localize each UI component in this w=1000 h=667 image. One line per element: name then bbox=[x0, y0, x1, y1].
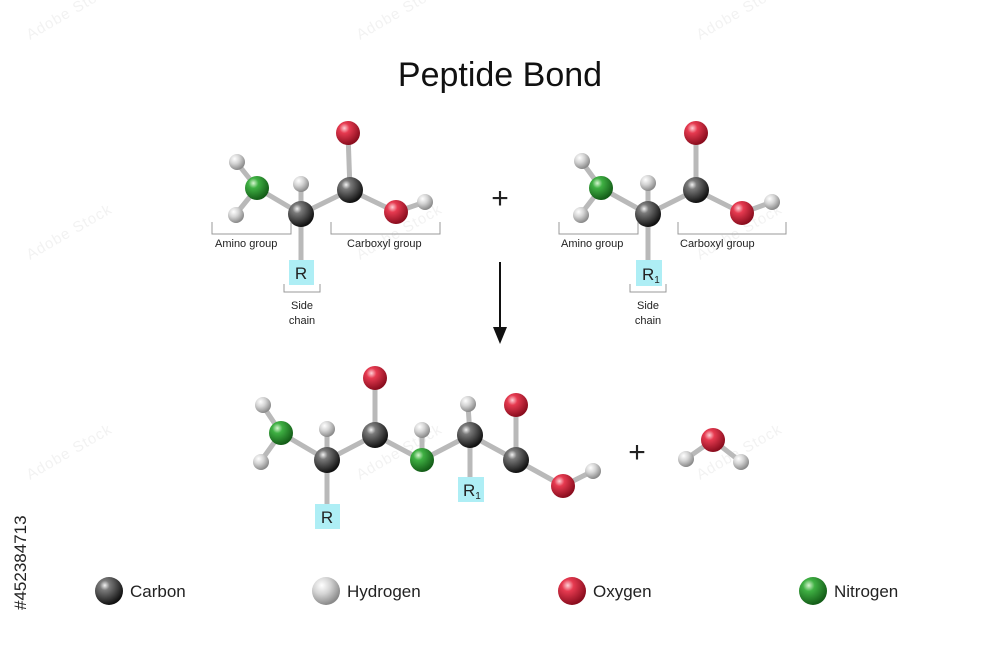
carbon-atom bbox=[337, 177, 363, 203]
hydrogen-atom bbox=[764, 194, 780, 210]
carbon-atom bbox=[503, 447, 529, 473]
page-title: Peptide Bond bbox=[398, 56, 602, 94]
side-chain-box bbox=[636, 260, 662, 286]
legend-label: Hydrogen bbox=[347, 582, 421, 601]
oxygen-atom bbox=[504, 393, 528, 417]
hydrogen-atom bbox=[229, 154, 245, 170]
side-chain-r1-label: R1 bbox=[463, 481, 481, 502]
legend: Carbon Hydrogen Oxygen Nitrogen bbox=[95, 577, 898, 605]
oxygen-atom bbox=[336, 121, 360, 145]
water-molecule bbox=[678, 428, 749, 470]
hydrogen-atom bbox=[414, 422, 430, 438]
hydrogen-atom bbox=[319, 421, 335, 437]
plus-sign: + bbox=[491, 182, 509, 215]
svg-text:Adobe Stock: Adobe Stock bbox=[24, 0, 116, 43]
svg-text:Adobe Stock: Adobe Stock bbox=[24, 201, 116, 264]
hydrogen-atom bbox=[585, 463, 601, 479]
side-chain-label-line2: chain bbox=[289, 315, 315, 327]
nitrogen-swatch bbox=[799, 577, 827, 605]
hydrogen-atom bbox=[228, 207, 244, 223]
nitrogen-atom bbox=[410, 448, 434, 472]
svg-text:Adobe Stock: Adobe Stock bbox=[24, 421, 116, 484]
side-chain-r-label: R bbox=[321, 508, 333, 527]
legend-label: Carbon bbox=[130, 582, 186, 601]
svg-text:Adobe Stock: Adobe Stock bbox=[354, 0, 446, 43]
plus-sign: + bbox=[628, 436, 646, 469]
side-chain-r-label: R bbox=[295, 264, 307, 283]
amino-acid-2: Amino group Carboxyl group R1 Side chain bbox=[558, 121, 787, 327]
carbon-atom bbox=[635, 201, 661, 227]
side-chain-box bbox=[315, 504, 340, 529]
oxygen-atom bbox=[701, 428, 725, 452]
reaction-arrow bbox=[493, 262, 507, 344]
side-chain-label-line2: chain bbox=[635, 315, 661, 327]
hydrogen-atom bbox=[293, 176, 309, 192]
legend-label: Nitrogen bbox=[834, 582, 898, 601]
legend-item-oxygen: Oxygen bbox=[558, 577, 652, 605]
carbon-swatch bbox=[95, 577, 123, 605]
hydrogen-atom bbox=[460, 396, 476, 412]
hydrogen-atom bbox=[678, 451, 694, 467]
legend-label: Oxygen bbox=[593, 582, 652, 601]
side-chain-label-line1: Side bbox=[637, 300, 659, 312]
hydrogen-atom bbox=[417, 194, 433, 210]
dipeptide-product: R1 R bbox=[253, 366, 601, 529]
carbon-atom bbox=[314, 447, 340, 473]
side-chain-box bbox=[458, 477, 484, 502]
hydrogen-atom bbox=[255, 397, 271, 413]
hydrogen-atom bbox=[733, 454, 749, 470]
legend-item-hydrogen: Hydrogen bbox=[312, 577, 421, 605]
oxygen-atom bbox=[363, 366, 387, 390]
oxygen-atom bbox=[384, 200, 408, 224]
hydrogen-atom bbox=[574, 153, 590, 169]
oxygen-atom bbox=[684, 121, 708, 145]
nitrogen-atom bbox=[269, 421, 293, 445]
hydrogen-swatch bbox=[312, 577, 340, 605]
carboxyl-group-label: Carboxyl group bbox=[347, 238, 422, 250]
amino-group-label: Amino group bbox=[215, 238, 277, 250]
nitrogen-atom bbox=[245, 176, 269, 200]
carbon-atom bbox=[288, 201, 314, 227]
carboxyl-group-label: Carboxyl group bbox=[680, 238, 755, 250]
side-chain-r1-label: R1 bbox=[642, 265, 660, 286]
nitrogen-atom bbox=[589, 176, 613, 200]
hydrogen-atom bbox=[640, 175, 656, 191]
stock-id-watermark: #452384713 bbox=[11, 515, 30, 610]
legend-item-carbon: Carbon bbox=[95, 577, 186, 605]
side-chain-box bbox=[289, 260, 314, 285]
amino-group-label: Amino group bbox=[561, 238, 623, 250]
amino-acid-1: Amino group Carboxyl group R Side chain bbox=[211, 121, 441, 327]
legend-item-nitrogen: Nitrogen bbox=[799, 577, 898, 605]
oxygen-atom bbox=[730, 201, 754, 225]
carbon-atom bbox=[683, 177, 709, 203]
carbon-atom bbox=[457, 422, 483, 448]
side-chain-label-line1: Side bbox=[291, 300, 313, 312]
svg-text:Adobe Stock: Adobe Stock bbox=[694, 0, 786, 43]
oxygen-swatch bbox=[558, 577, 586, 605]
oxygen-atom bbox=[551, 474, 575, 498]
carbon-atom bbox=[362, 422, 388, 448]
hydrogen-atom bbox=[253, 454, 269, 470]
hydrogen-atom bbox=[573, 207, 589, 223]
